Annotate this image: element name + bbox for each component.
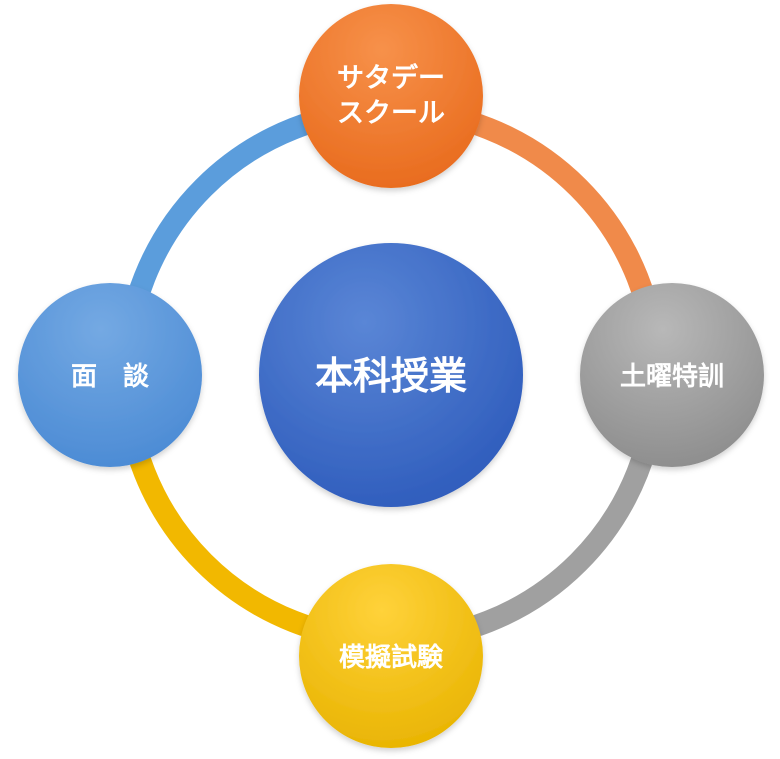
center-label: 本科授業 [315, 354, 467, 398]
node-saturday-school-line-2: スクール [337, 98, 445, 129]
node-mock-exam: 模擬試験 [299, 564, 483, 748]
node-interview-circle [18, 283, 202, 467]
node-saturday-special-circle [580, 283, 764, 467]
node-saturday-special: 土曜特訓 [580, 283, 764, 467]
node-mock-exam-label: 模擬試験 [339, 642, 444, 673]
center-node: 本科授業 [259, 243, 523, 507]
node-saturday-school: サタデー スクール [299, 4, 483, 188]
node-saturday-special-label: 土曜特訓 [620, 361, 724, 392]
node-saturday-school-line-1: サタデー [337, 62, 445, 94]
center-circle [259, 243, 523, 507]
node-saturday-school-circle [299, 4, 483, 188]
node-mock-exam-circle [299, 564, 483, 748]
node-interview: 面 談 [18, 283, 202, 467]
node-interview-label: 面 談 [71, 361, 150, 392]
